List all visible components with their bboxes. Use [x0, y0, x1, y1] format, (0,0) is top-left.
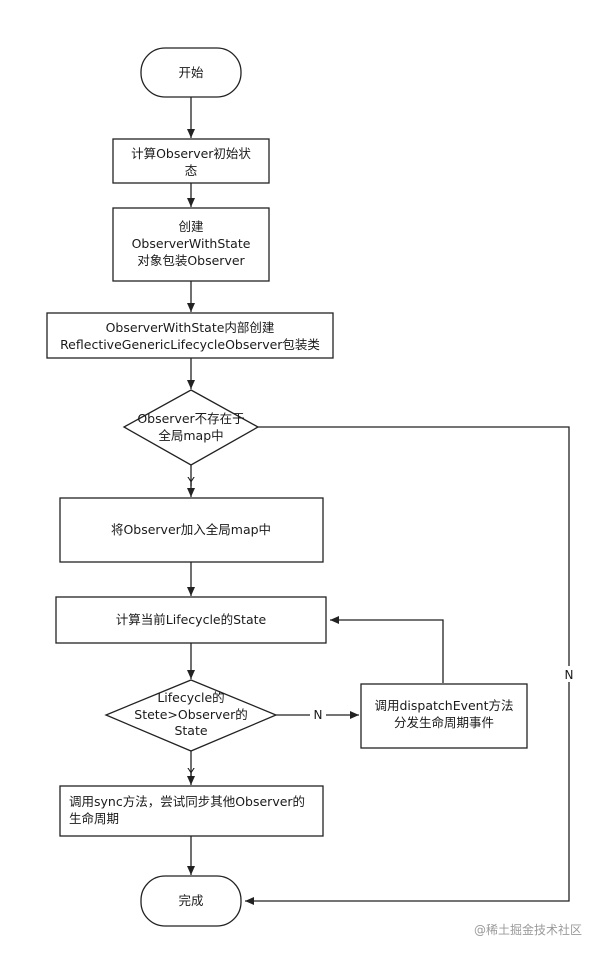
create-reflective-label-2: ReflectiveGenericLifecycleObserver包装类 — [60, 337, 320, 352]
sync-box — [59, 785, 324, 837]
create-wrapper-label-1: 创建 — [178, 219, 204, 234]
n-label-background — [310, 706, 326, 722]
watermark: @稀土掘金技术社区 — [474, 922, 582, 937]
not-in-map-decision — [122, 389, 260, 466]
no-label-map: N — [565, 668, 574, 682]
create-wrapper-box — [112, 207, 270, 282]
yes-label-map: Y — [186, 475, 195, 489]
compute-initial-state-label-2: 态 — [185, 163, 198, 178]
add-to-map-label: 将Observer加入全局map中 — [111, 522, 271, 537]
start-label: 开始 — [178, 65, 204, 80]
compare-state-label-1: Lifecycle的 — [157, 690, 224, 705]
compute-initial-state-label-1: 计算Observer初始状 — [131, 146, 251, 161]
compare-state-label-3: State — [174, 723, 207, 738]
not-in-map-label-2: 全局map中 — [158, 428, 223, 443]
n-label-map-background — [561, 666, 577, 682]
compute-initial-state-box — [112, 138, 270, 184]
dispatch-event-box — [360, 683, 528, 749]
compare-state-decision — [104, 679, 278, 752]
create-reflective-label-1: ObserverWithState内部创建 — [106, 320, 275, 335]
compute-state-label: 计算当前Lifecycle的State — [116, 612, 267, 627]
start-terminal — [140, 47, 242, 98]
add-to-map-box — [59, 497, 324, 563]
not-in-map-label-1: Observer不存在于 — [137, 411, 244, 426]
yes-label-compare: Y — [186, 766, 195, 780]
compare-state-label-2: Stete>Observer的 — [134, 707, 247, 722]
sync-label-2: 生命周期 — [69, 811, 119, 826]
dispatch-event-label-1: 调用dispatchEvent方法 — [374, 698, 513, 713]
end-terminal — [140, 875, 242, 927]
dispatch-event-label-2: 分发生命周期事件 — [394, 715, 494, 730]
create-wrapper-label-2: ObserverWithState — [132, 236, 251, 251]
compute-state-box — [55, 596, 327, 644]
create-wrapper-label-3: 对象包装Observer — [137, 253, 245, 268]
edge-dispatch-loop-back — [330, 616, 444, 683]
sync-label-1: 调用sync方法，尝试同步其他Observer的 — [69, 794, 305, 809]
no-label-compare: N — [314, 708, 323, 722]
edge-decision-no-to-end — [245, 426, 570, 905]
end-label: 完成 — [178, 893, 203, 908]
create-reflective-box — [46, 312, 334, 359]
